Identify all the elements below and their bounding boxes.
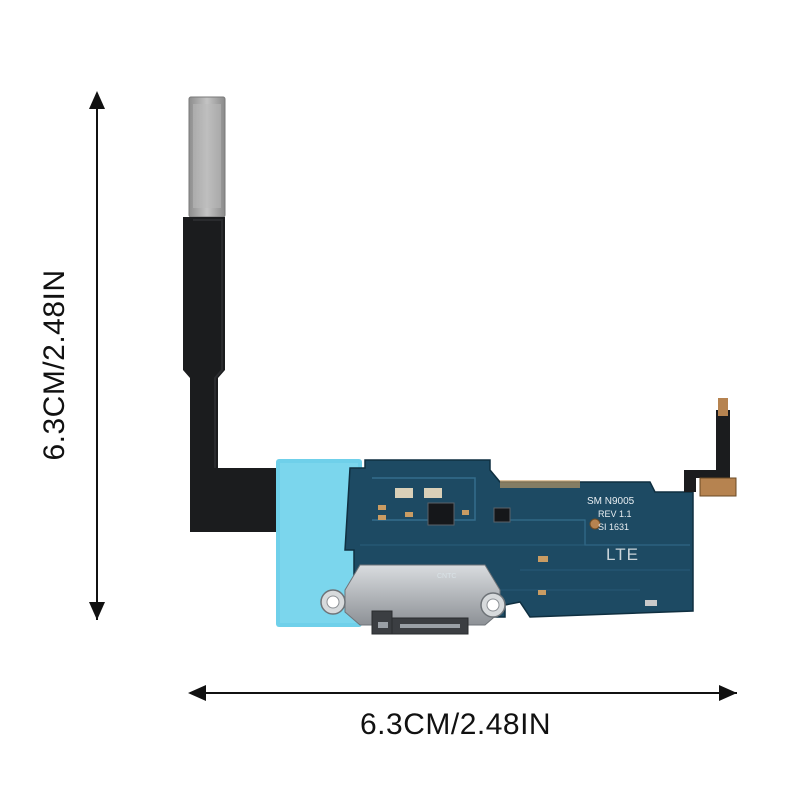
height-dimension-label: 6.3CM/2.48IN <box>38 269 71 461</box>
antenna-flex <box>684 398 737 497</box>
pcb-connector-marking: CNTC <box>437 573 457 580</box>
pcb-model-marking: SM N9005 <box>587 496 635 507</box>
charging-port-bracket <box>320 564 506 635</box>
pcb-revision-marking: REV 1.1 <box>598 509 632 519</box>
pcb-lte-marking: LTE <box>606 545 639 564</box>
width-dimension-label: 6.3CM/2.48IN <box>360 708 552 741</box>
pcb-serial-marking: SI 1631 <box>598 522 630 532</box>
